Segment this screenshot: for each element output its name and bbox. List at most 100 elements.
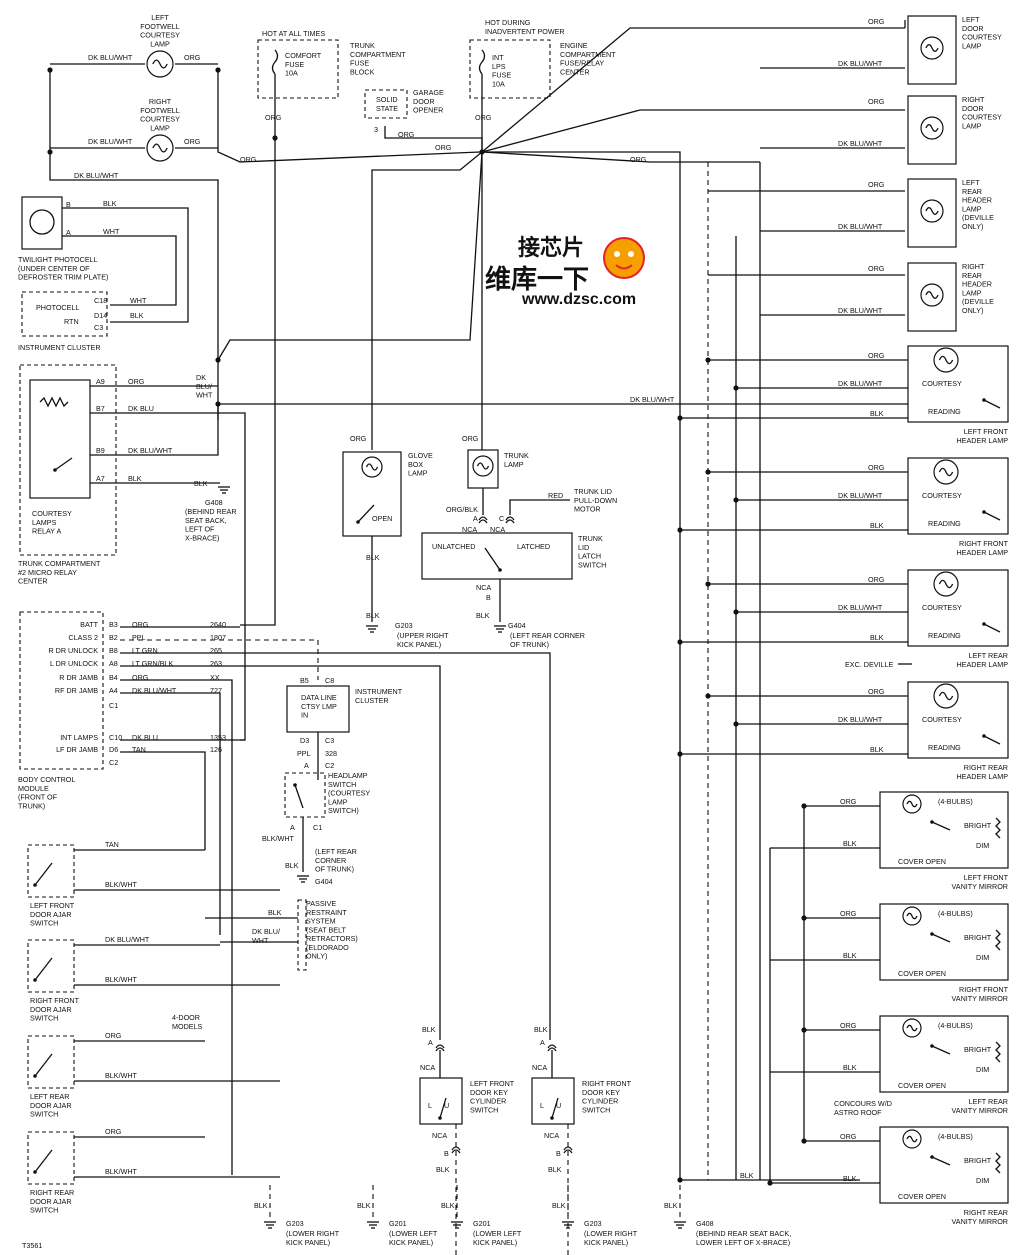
- bcm-circuit-label: 1807: [210, 633, 226, 642]
- splice-dot: [47, 149, 53, 155]
- right-door-org-wire: [481, 109, 905, 153]
- dkbluwht-trunk-wire: [49, 70, 219, 420]
- ic2-wire-label: PPL: [297, 749, 311, 758]
- bcm-row-label: INT LAMPS: [60, 733, 98, 742]
- vanity-org-label: ORG: [840, 909, 857, 918]
- trunk-latched-label: LATCHED: [517, 542, 550, 551]
- bottom-ground-id: G408: [696, 1219, 714, 1228]
- bulb-filament-icon: [925, 291, 939, 299]
- vanity-mirror-box: [879, 791, 1009, 869]
- glove-org-wire: [371, 151, 483, 450]
- door-ajar-switch-box: [27, 939, 75, 993]
- header-blk-label: BLK: [870, 633, 884, 642]
- bcm-row-label: R DR UNLOCK: [48, 646, 98, 655]
- vanity-mirror-box: [879, 1126, 1009, 1204]
- bulb-filament-icon: [938, 691, 954, 701]
- connector-icon: [563, 1146, 573, 1151]
- ic2-pin: C3: [325, 736, 334, 745]
- glove-blk-label: BLK: [366, 553, 380, 562]
- switch-blade: [34, 862, 53, 886]
- fuse-icon: [271, 49, 279, 75]
- switch-blade: [54, 457, 73, 471]
- relay-dkbluwht-wire: [120, 404, 219, 456]
- splice-dot: [801, 1027, 807, 1033]
- passive-blk-label: BLK: [268, 908, 282, 917]
- door-ajar-wire-1-label: ORG: [105, 1031, 122, 1040]
- switch-blade: [983, 623, 1001, 633]
- watermark-url: www.dzsc.com: [521, 291, 636, 308]
- splice-dot: [215, 67, 221, 73]
- photocell-icon: [29, 209, 55, 235]
- cluster-wht-label: WHT: [130, 296, 147, 305]
- wires: [35, 20, 990, 1255]
- vanity-bulbs-label: (4-BULBS): [938, 909, 973, 918]
- mascot-eye-icon: [614, 251, 620, 257]
- ic2-ground-wire-label: BLK: [285, 861, 299, 870]
- footwell-right-wire-label: ORG: [184, 53, 201, 62]
- bcm-ldr-unlock-wire: [120, 665, 441, 1040]
- twilight-photocell-box: [21, 196, 63, 250]
- bcm-wire-label: TAN: [132, 745, 146, 754]
- vanity-dim-label: DIM: [976, 953, 989, 962]
- connector-icon: [451, 1146, 461, 1151]
- vanity-bulbs-label: (4-BULBS): [938, 1021, 973, 1030]
- splice-dot: [677, 1177, 683, 1183]
- bottom-blk-label: BLK: [552, 1201, 566, 1210]
- switch-blade: [34, 957, 53, 981]
- vanity-dim-label: DIM: [976, 841, 989, 850]
- ic2-pin: A: [304, 761, 309, 770]
- header-dkbluwht-label: DK BLU/WHT: [838, 715, 883, 724]
- connector-icon: [505, 519, 515, 524]
- spider-wire-label: ORG: [435, 143, 452, 152]
- bcm-pin-label: B3: [109, 620, 118, 629]
- bottom-blk-label: BLK: [254, 1201, 268, 1210]
- key-switch-pin-a: A: [428, 1038, 433, 1047]
- switch-blade: [931, 1156, 951, 1166]
- header-reading-label: READING: [928, 407, 961, 416]
- relay-blk-label: BLK: [128, 474, 142, 483]
- connector-icon: [435, 1044, 445, 1049]
- spider-wire-label: ORG: [630, 155, 647, 164]
- cluster-rtn-label: RTN: [64, 317, 79, 326]
- vanity-bright-label: BRIGHT: [964, 1156, 992, 1165]
- garage-wire-label: ORG: [398, 130, 415, 139]
- main-dkbluwht-label: DK BLU/WHT: [630, 395, 675, 404]
- relay-feed-wire: [217, 151, 483, 361]
- vanity-dim-label: DIM: [976, 1065, 989, 1074]
- switch-blade: [983, 511, 1001, 521]
- door-ajar-wire-1-label: DK BLU/WHT: [105, 935, 150, 944]
- bulb-filament-icon: [906, 1024, 918, 1032]
- vanity-cover-label: COVER OPEN: [898, 1192, 946, 1201]
- watermark-logo-text: 接芯片: [518, 235, 584, 260]
- vanity-cover-label: COVER OPEN: [898, 1081, 946, 1090]
- bcm-pin-label: D6: [109, 745, 118, 754]
- bcm-wire-label: PPL: [132, 633, 146, 642]
- switch-blade: [931, 821, 951, 831]
- trunk-orgblk-label: ORG/BLK: [446, 505, 478, 514]
- header-courtesy-label: COURTESY: [922, 715, 962, 724]
- right-lamp-top-wire-label: ORG: [868, 97, 885, 106]
- key-switch-letter-u: U: [444, 1101, 449, 1110]
- bulb-filament-icon: [476, 462, 490, 470]
- relay-dkblu-label: DK BLU: [128, 404, 154, 413]
- door-ajar-wire-1-label: ORG: [105, 1127, 122, 1136]
- footwell-left-wire-label: DK BLU/WHT: [88, 53, 133, 62]
- bulb-filament-icon: [938, 579, 954, 589]
- vanity-mirror-box: [879, 903, 1009, 981]
